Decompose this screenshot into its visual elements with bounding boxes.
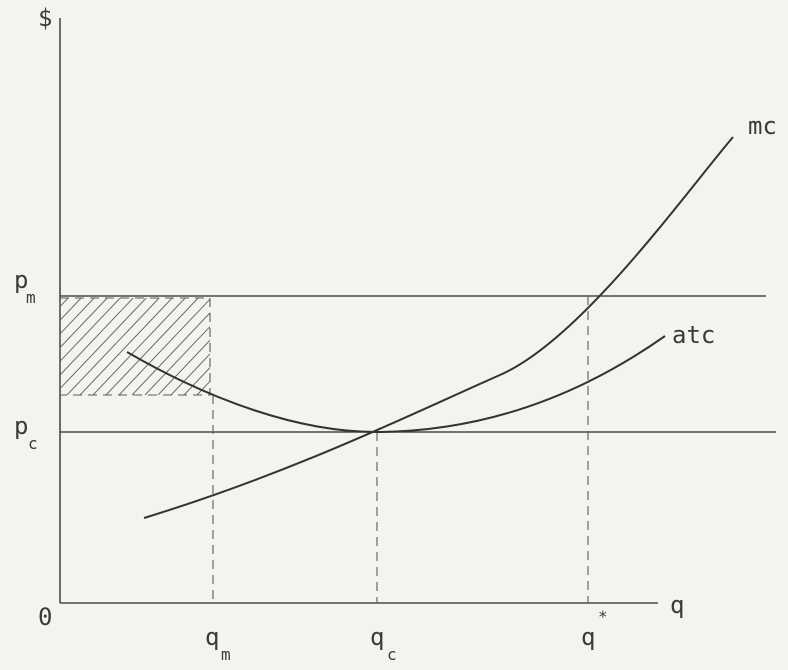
hatch-line xyxy=(183,366,210,395)
hatch-line xyxy=(0,298,55,395)
hatch-line xyxy=(118,298,210,395)
hatch-line xyxy=(60,298,69,308)
origin-label: 0 xyxy=(38,603,52,631)
hatch-line xyxy=(60,298,147,390)
hatched-region-border xyxy=(59,297,211,396)
hatch-line xyxy=(196,380,210,395)
q-m-subscript: m xyxy=(221,645,231,664)
q-c-subscript: c xyxy=(387,645,397,664)
hatch-line xyxy=(60,298,95,335)
hatched-region xyxy=(0,297,211,396)
atc-label: atc xyxy=(672,321,715,349)
q-c-label: q xyxy=(370,623,384,651)
q-star-label: q xyxy=(581,623,595,651)
hatch-line xyxy=(66,298,160,395)
hatch-line xyxy=(79,298,173,395)
hatch-line xyxy=(60,298,108,349)
mc-curve xyxy=(143,136,734,519)
hatch-line xyxy=(144,325,210,395)
p-m-subscript: m xyxy=(26,288,36,307)
hatch-line xyxy=(209,394,210,395)
hatch-line xyxy=(170,353,210,395)
q-star-superscript: * xyxy=(598,607,608,626)
hatch-line xyxy=(105,298,199,395)
p-c-label: p xyxy=(14,412,28,440)
atc-curve xyxy=(126,335,666,434)
hatch-line xyxy=(157,339,210,395)
hatch-line xyxy=(60,298,121,363)
p-m-label: p xyxy=(14,266,28,294)
mc-label: mc xyxy=(748,112,777,140)
hatch-line xyxy=(92,298,186,395)
x-axis-label: q xyxy=(670,591,684,619)
hatch-line xyxy=(60,298,134,376)
p-c-subscript: c xyxy=(28,434,38,453)
y-axis-label: $ xyxy=(38,4,52,32)
q-m-label: q xyxy=(205,623,219,651)
hatch-line xyxy=(131,312,210,395)
hatch-line xyxy=(60,298,82,321)
